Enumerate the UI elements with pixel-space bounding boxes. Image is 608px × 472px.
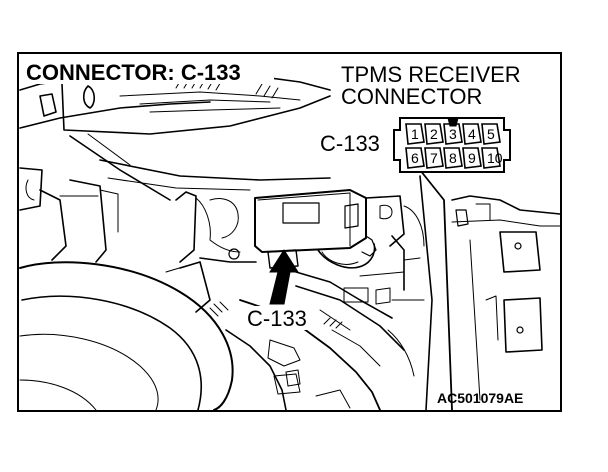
pin-number-label: 9 — [468, 150, 476, 166]
callout-title-line1: TPMS RECEIVER — [341, 62, 521, 87]
callout-title-line2: CONNECTOR — [341, 84, 482, 109]
pin-number-label: 8 — [449, 150, 457, 166]
pin-number-label: 7 — [430, 150, 438, 166]
pin-number-label: 2 — [430, 126, 438, 142]
pin-cavity — [405, 123, 425, 145]
pin-cavity — [405, 147, 425, 169]
pointer-arrow-icon — [269, 249, 299, 305]
pin-number-label: 10 — [487, 150, 503, 166]
pin-number-label: 6 — [411, 150, 419, 166]
title-knockout — [24, 58, 274, 84]
photo-connector-label: C-133 — [247, 306, 307, 331]
pin-number-label: 3 — [449, 126, 457, 142]
pin-number-label: 4 — [468, 126, 476, 142]
ref-knockout — [316, 126, 392, 154]
pin-cavity — [462, 123, 482, 145]
pin-cavity — [443, 147, 463, 169]
pin-cavity — [424, 147, 444, 169]
figure-title: CONNECTOR: C-133 — [26, 60, 241, 85]
pin-cavity — [424, 123, 444, 145]
pin-cavity — [481, 147, 501, 169]
figure-code: AC501079AE — [437, 390, 523, 406]
photo-label-knockout — [244, 306, 314, 330]
pin-cavity — [443, 123, 463, 145]
pin-cavity — [462, 147, 482, 169]
pin-number-label: 1 — [411, 126, 419, 142]
callout-knockout — [334, 58, 548, 110]
pin-cavity — [481, 123, 501, 145]
pin-number-label: 5 — [487, 126, 495, 142]
connector-ref-label: C-133 — [320, 131, 380, 156]
figure-border — [17, 52, 562, 412]
